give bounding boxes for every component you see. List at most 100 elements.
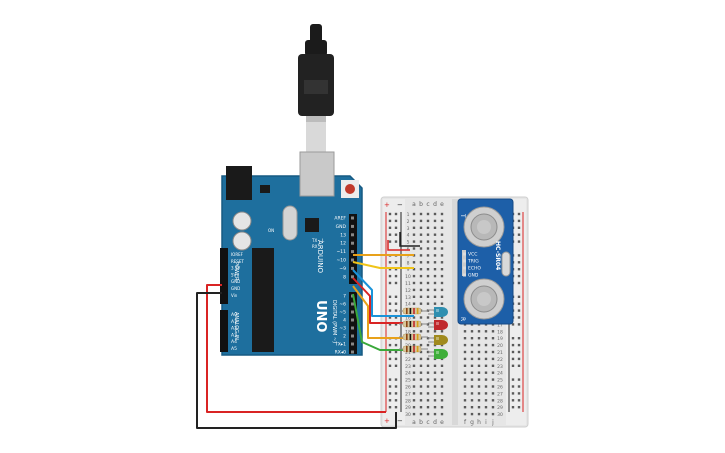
sensor-pin[interactable] <box>463 259 466 263</box>
rail-hole[interactable] <box>511 364 515 367</box>
breadboard-hole[interactable] <box>426 364 430 367</box>
breadboard-hole[interactable] <box>463 337 467 340</box>
breadboard-hole[interactable] <box>412 281 416 285</box>
breadboard-hole[interactable] <box>433 302 437 305</box>
breadboard-hole[interactable] <box>470 406 474 409</box>
breadboard-hole[interactable] <box>470 337 474 340</box>
breadboard-hole[interactable] <box>477 385 481 388</box>
led[interactable] <box>428 307 448 317</box>
breadboard-hole[interactable] <box>426 371 430 374</box>
breadboard-hole[interactable] <box>412 357 416 361</box>
breadboard-hole[interactable] <box>412 364 416 367</box>
sensor-pin[interactable] <box>463 266 466 270</box>
breadboard-hole[interactable] <box>484 406 488 409</box>
rail-hole[interactable] <box>394 268 398 271</box>
rail-hole[interactable] <box>517 323 521 326</box>
breadboard-hole[interactable] <box>419 281 423 285</box>
led[interactable] <box>428 335 448 345</box>
rail-hole[interactable] <box>511 337 515 340</box>
breadboard-hole[interactable] <box>433 268 437 271</box>
rail-hole[interactable] <box>388 392 392 395</box>
rail-hole[interactable] <box>511 399 515 402</box>
breadboard-hole[interactable] <box>484 371 488 374</box>
resistor[interactable] <box>399 320 428 328</box>
breadboard-hole[interactable] <box>440 412 444 416</box>
rail-hole[interactable] <box>388 302 392 305</box>
rail-hole[interactable] <box>517 281 521 285</box>
breadboard-hole[interactable] <box>412 392 416 395</box>
breadboard-hole[interactable] <box>419 350 423 354</box>
breadboard-hole[interactable] <box>477 337 481 340</box>
rail-hole[interactable] <box>517 316 521 319</box>
breadboard-hole[interactable] <box>426 219 430 223</box>
breadboard-hole[interactable] <box>426 254 430 257</box>
rail-hole[interactable] <box>388 343 392 347</box>
breadboard-hole[interactable] <box>419 254 423 257</box>
resistor[interactable] <box>399 307 428 315</box>
breadboard-hole[interactable] <box>491 406 495 409</box>
breadboard-hole[interactable] <box>433 274 437 278</box>
breadboard-hole[interactable] <box>412 226 416 229</box>
breadboard-hole[interactable] <box>440 212 444 216</box>
breadboard-hole[interactable] <box>484 350 488 354</box>
breadboard-hole[interactable] <box>419 406 423 409</box>
breadboard-hole[interactable] <box>433 378 437 381</box>
rail-hole[interactable] <box>511 343 515 347</box>
breadboard-hole[interactable] <box>463 357 467 361</box>
header-pin[interactable] <box>351 310 354 314</box>
wire-gnd-jumper[interactable] <box>399 232 420 247</box>
breadboard-hole[interactable] <box>433 261 437 264</box>
header-pin[interactable] <box>351 342 354 346</box>
wire-pin8[interactable] <box>352 293 414 351</box>
breadboard-hole[interactable] <box>412 295 416 298</box>
breadboard-hole[interactable] <box>470 330 474 333</box>
breadboard-hole[interactable] <box>426 226 430 229</box>
breadboard-hole[interactable] <box>419 288 423 292</box>
rail-hole[interactable] <box>394 350 398 354</box>
breadboard-hole[interactable] <box>412 261 416 264</box>
breadboard-hole[interactable] <box>426 274 430 278</box>
rail-hole[interactable] <box>388 212 392 216</box>
rail-hole[interactable] <box>517 226 521 229</box>
rail-hole[interactable] <box>394 406 398 409</box>
breadboard-hole[interactable] <box>412 233 416 236</box>
rail-hole[interactable] <box>388 364 392 367</box>
header-pin[interactable] <box>351 258 354 262</box>
breadboard-hole[interactable] <box>477 371 481 374</box>
rail-hole[interactable] <box>517 350 521 354</box>
breadboard-hole[interactable] <box>484 399 488 402</box>
rail-hole[interactable] <box>517 233 521 236</box>
breadboard-hole[interactable] <box>412 406 416 409</box>
rail-hole[interactable] <box>517 337 521 340</box>
breadboard-hole[interactable] <box>440 240 444 243</box>
breadboard-hole[interactable] <box>412 219 416 223</box>
breadboard-hole[interactable] <box>426 295 430 298</box>
rail-hole[interactable] <box>511 323 515 326</box>
rail-hole[interactable] <box>394 274 398 278</box>
breadboard-hole[interactable] <box>419 302 423 305</box>
breadboard-hole[interactable] <box>426 288 430 292</box>
breadboard-hole[interactable] <box>470 364 474 367</box>
rail-hole[interactable] <box>517 343 521 347</box>
breadboard-hole[interactable] <box>426 385 430 388</box>
breadboard-hole[interactable] <box>419 261 423 264</box>
breadboard-hole[interactable] <box>477 378 481 381</box>
breadboard-hole[interactable] <box>412 288 416 292</box>
breadboard-hole[interactable] <box>440 385 444 388</box>
breadboard-hole[interactable] <box>440 254 444 257</box>
breadboard-hole[interactable] <box>470 378 474 381</box>
rail-hole[interactable] <box>388 350 392 354</box>
breadboard-hole[interactable] <box>426 343 430 347</box>
led[interactable] <box>428 349 448 359</box>
header-pin[interactable] <box>351 326 354 330</box>
breadboard-hole[interactable] <box>491 343 495 347</box>
breadboard-hole[interactable] <box>412 212 416 216</box>
breadboard-hole[interactable] <box>484 392 488 395</box>
breadboard-hole[interactable] <box>426 378 430 381</box>
rail-hole[interactable] <box>388 219 392 223</box>
header-pin[interactable] <box>351 266 354 270</box>
breadboard-hole[interactable] <box>426 316 430 319</box>
breadboard-hole[interactable] <box>426 330 430 333</box>
breadboard-hole[interactable] <box>477 343 481 347</box>
breadboard-hole[interactable] <box>491 412 495 416</box>
